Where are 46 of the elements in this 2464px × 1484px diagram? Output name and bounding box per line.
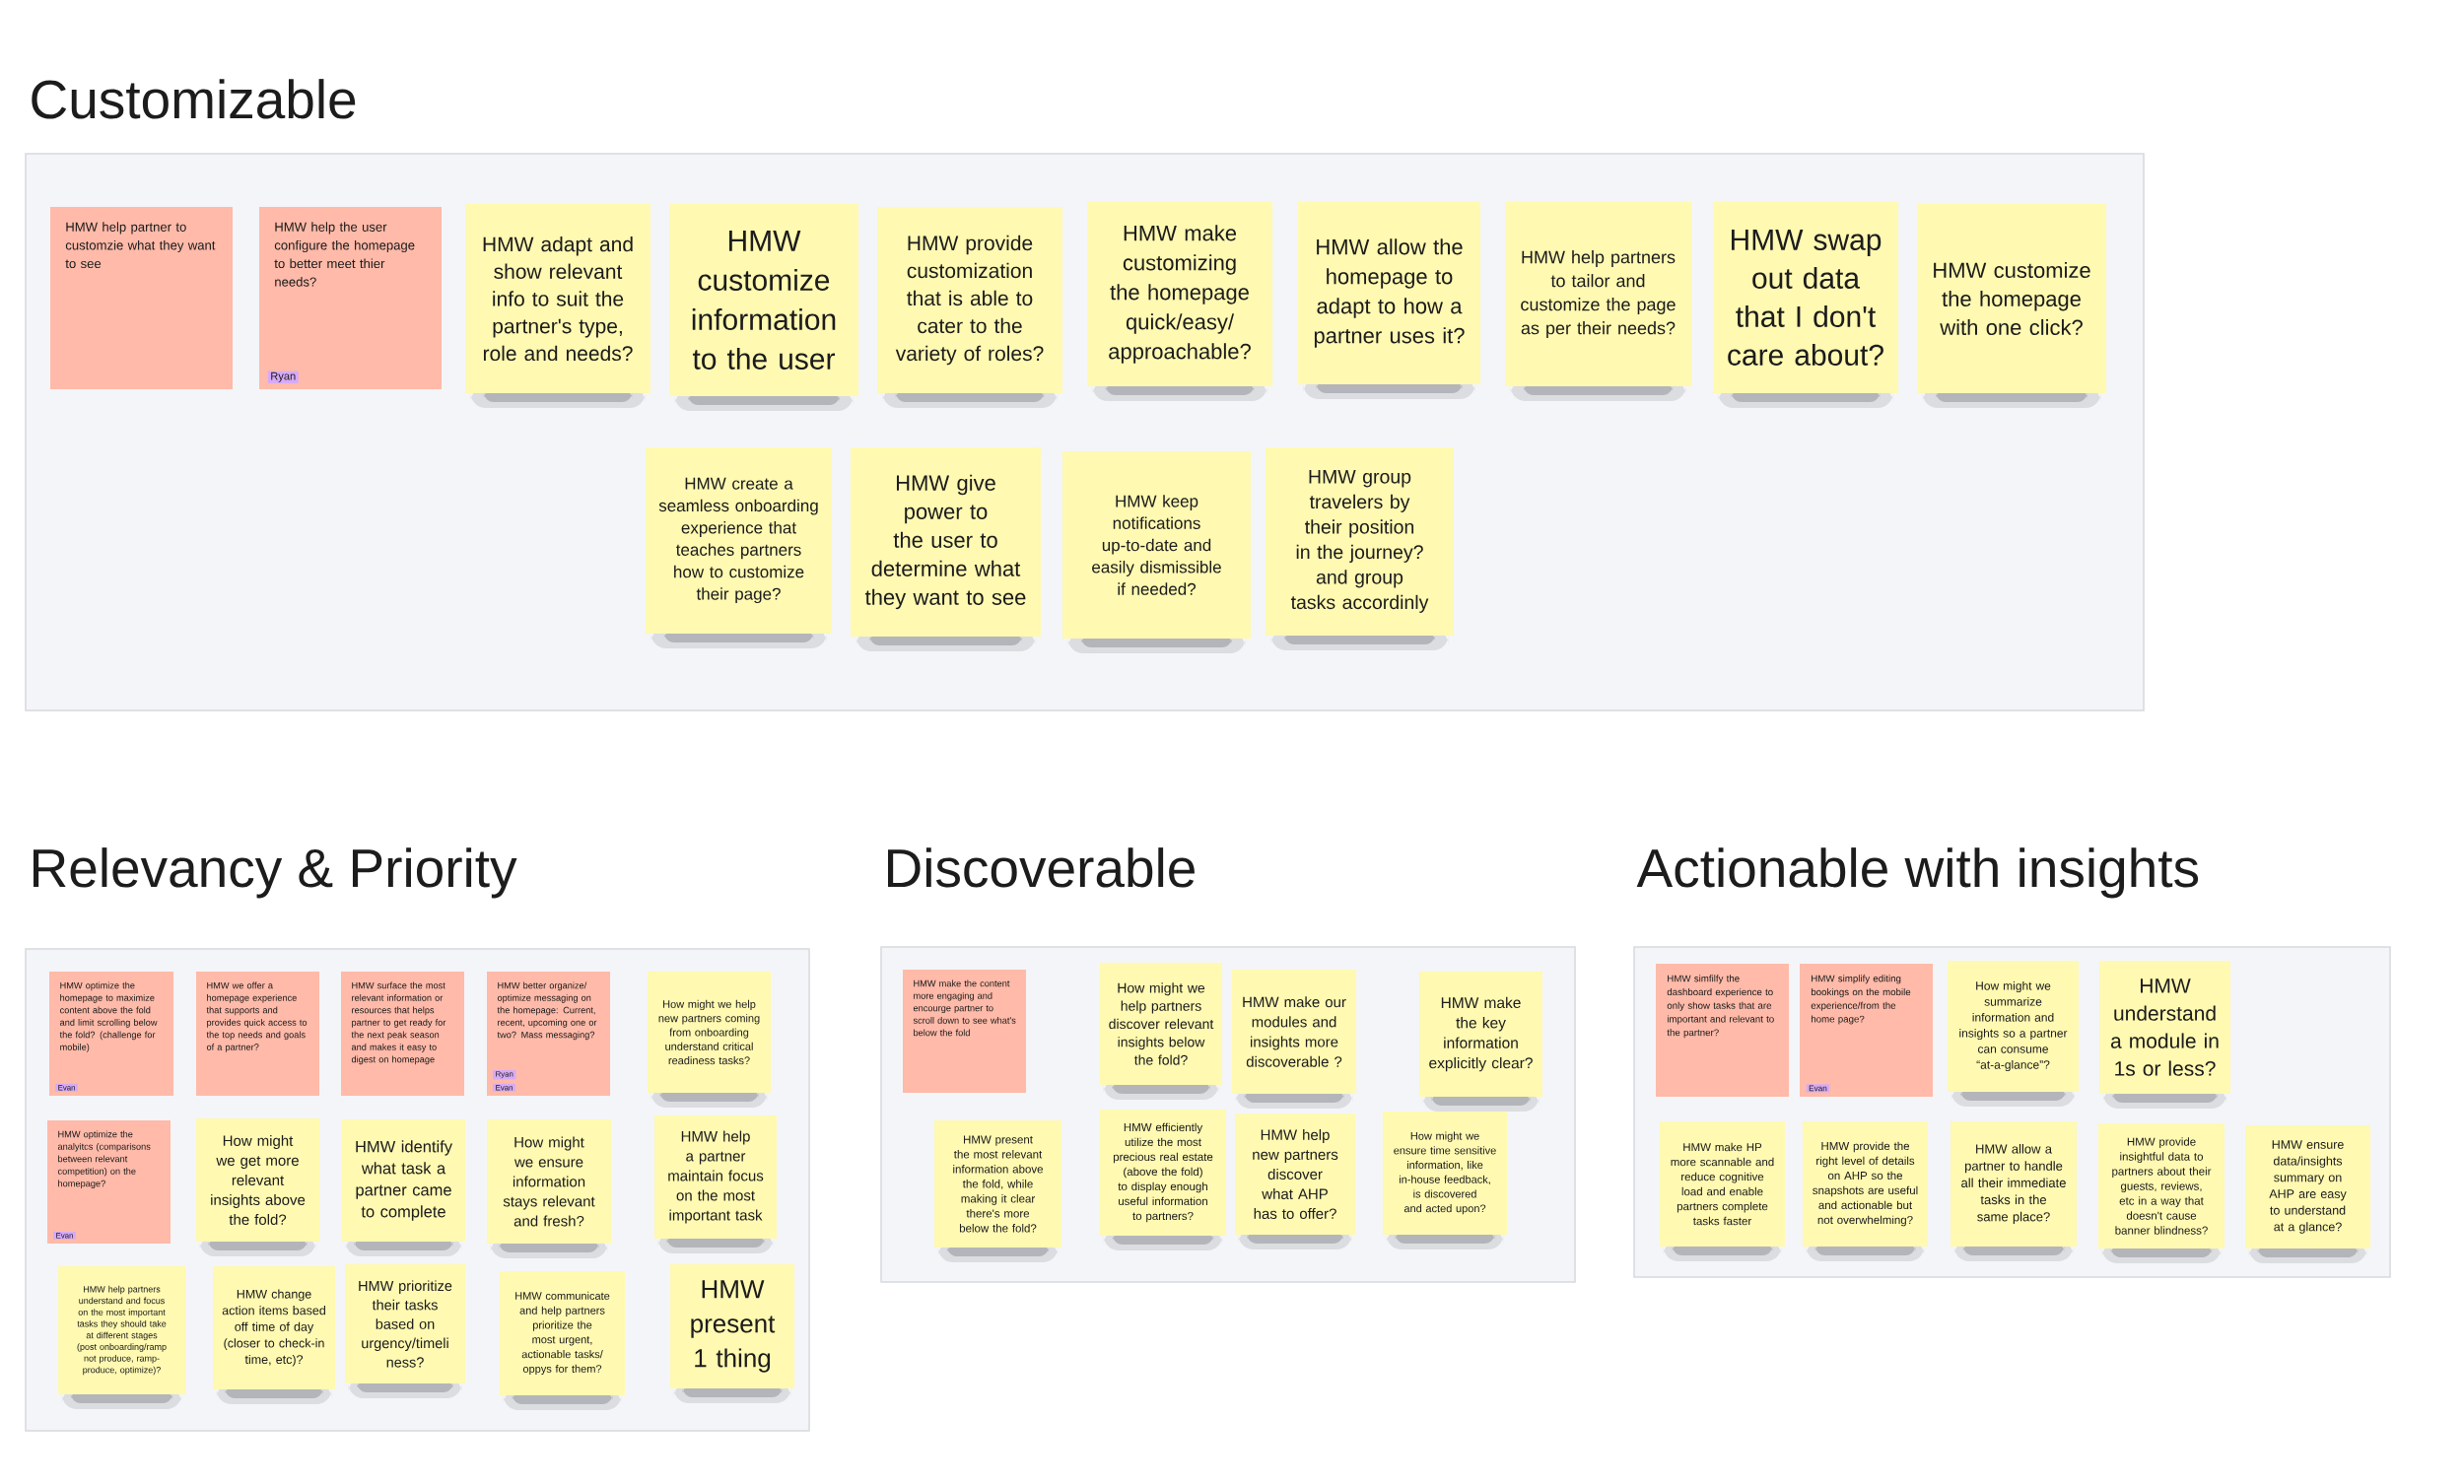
sticky-note: HMW make the content more engaging and encourge partner to scroll down to see what's below the fold	[903, 970, 1026, 1093]
sticky-note: How might we ensure information stays relevant and fresh?	[487, 1119, 611, 1258]
sticky-note: HMW give power to the user to determine what they want to see	[851, 447, 1041, 651]
sticky-note: HMW provide insightful data to partners about their guests, reviews, etc in a way that doesn't cause banner blindness?	[2098, 1123, 2224, 1263]
section-heading: Customizable	[32, 79, 356, 119]
sticky-note: HMW help partner to customzie what they want to see	[50, 207, 233, 389]
sticky-note: HMW understand a module in 1s or less?	[2099, 961, 2230, 1109]
sticky-note: HMW customize information to the user	[669, 204, 858, 411]
sticky-note: HMW identify what task a partner came to complete	[342, 1119, 465, 1256]
sticky-note: HMW provide customization that is able to cater to the variety of roles?	[877, 207, 1062, 408]
sticky-note: HMW help new partners discover what AHP has to offer?	[1235, 1113, 1355, 1249]
sticky-note: HMW simfilfy the dashboard experience to only show tasks that are important and relevant to the partner?	[1656, 964, 1789, 1097]
sticky-note: HMW keep notifications up-to-date and easily dismissible if needed?	[1062, 451, 1251, 653]
name-tag: Evan	[1806, 1084, 1830, 1093]
sticky-note: HMW make customizing the homepage quick/easy/ approachable?	[1087, 202, 1272, 401]
sticky-note: HMW make our modules and insights more discoverable ?	[1232, 970, 1356, 1109]
sticky-note: HMW adapt and show relevant info to suit the partner's type, role and needs?	[465, 204, 650, 408]
sticky-note: HMW prioritize their tasks based on urgency/timeli ness?	[345, 1264, 465, 1398]
sticky-note: HMW make the key information explicitly clear?	[1419, 972, 1542, 1112]
sticky-note: How might we ensure time sensitive information, like in-house feedback, is discovered and acted upon?	[1383, 1112, 1507, 1249]
sticky-note: HMW create a seamless onboarding experience that teaches partners how to customize their page?	[646, 447, 832, 648]
sticky-note: HMW make HP more scannable and reduce cognitive load and enable partners complete tasks faster	[1660, 1121, 1785, 1261]
sticky-note: HMW change action items based off time of day (closer to check-in time, etc)?	[213, 1266, 335, 1404]
sticky-note: HMW communicate and help partners prioritize the most urgent, actionable tasks/ oppys for them?	[500, 1271, 625, 1410]
sticky-note: HMW swap out data that I don't care about?	[1713, 202, 1898, 408]
sticky-note: HMW allow a partner to handle all their immediate tasks in the same place?	[1951, 1121, 2077, 1261]
section-heading: Actionable with insights	[1636, 847, 2199, 899]
sticky-note: HMW customize the homepage with one click?	[1917, 204, 2106, 408]
section-heading: Relevancy & Priority	[34, 847, 517, 899]
sticky-note: HMW we offer a homepage experience that supports and provides quick access to the top needs and goals of a partner?	[196, 972, 319, 1096]
section-heading: Discoverable	[888, 847, 1195, 888]
sticky-note: HMW group travelers by their position in the journey? and group tasks accordinly	[1266, 447, 1454, 650]
sticky-note: HMW present 1 thing	[670, 1264, 794, 1403]
sticky-note: HMW help a partner maintain focus on the most important task	[654, 1115, 777, 1253]
sticky-note: HMW efficiently utilize the most precious real estate (above the fold) to display enough useful information to partners?	[1100, 1110, 1226, 1250]
sticky-note: HMW provide the right level of details on AHP so the snapshots are useful and actionable but not overwhelming?	[1803, 1121, 1928, 1261]
sticky-note: How might we summarize information and insights so a partner can consume “at-a-glance”?	[1948, 961, 2079, 1107]
sticky-note: How might we get more relevant insights above the fold?	[196, 1118, 319, 1256]
sticky-note: How might we help new partners coming from onboarding understand critical readiness tasks?	[648, 972, 771, 1108]
sticky-note: How might we help partners discover relevant insights below the fold?	[1100, 963, 1222, 1100]
sticky-note: HMW help partners understand and focus on the most important tasks they should take at different stages (post onboarding/ramp not produce, ramp-produce, optimize)?	[58, 1266, 185, 1409]
sticky-note: HMW present the most relevant information above the fold, while making it clear there's more below the fold?	[934, 1120, 1061, 1262]
sticky-note: HMW ensure data/insights summary on AHP are easy to understand at a glance?	[2245, 1125, 2370, 1263]
sticky-note: HMW surface the most relevant information or resources that helps partner to get ready for the next peak season and makes it easy to digest on homepage	[341, 972, 464, 1096]
sticky-note: HMW help partners to tailor and customize the page as per their needs?	[1505, 202, 1691, 401]
sticky-note: HMW allow the homepage to adapt to how a partner uses it?	[1298, 202, 1480, 399]
